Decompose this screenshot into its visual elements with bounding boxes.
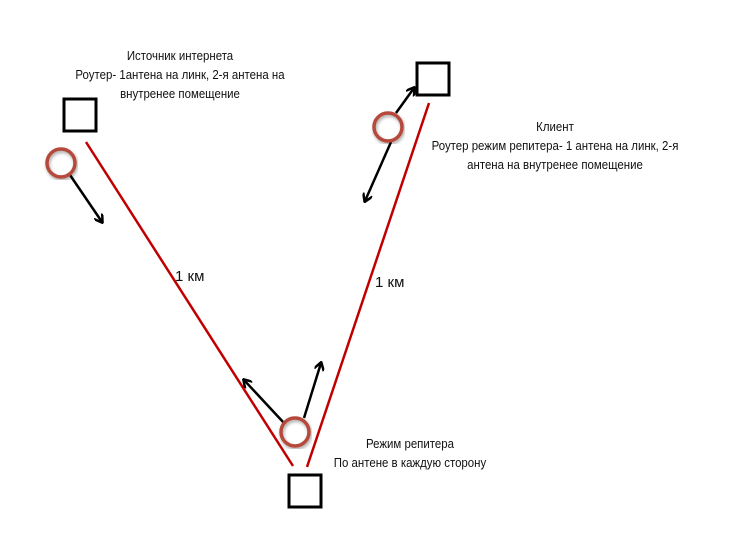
link-distance-right: 1 км xyxy=(375,274,405,291)
source-antenna-arrow xyxy=(68,174,102,222)
client-desc-2: антена на внутренее помещение xyxy=(467,157,643,172)
link-line-right xyxy=(305,102,431,468)
client-title: Клиент xyxy=(536,119,574,134)
source-router-box xyxy=(62,97,98,133)
source-label: Источник интернета Роутер- 1антена на ли… xyxy=(48,46,312,103)
repeater-title: Режим репитера xyxy=(366,436,454,451)
client-antenna-arrow xyxy=(365,141,393,201)
client-antenna-arrow-up xyxy=(394,88,414,114)
source-title: Источник интернета xyxy=(126,48,234,63)
client-label: Клиент Роутер режим репитера- 1 антена н… xyxy=(414,117,696,174)
client-desc-1: Роутер режим репитера- 1 антена на линк,… xyxy=(431,138,679,153)
repeater-router-box xyxy=(287,473,323,509)
client-antenna-icon xyxy=(372,111,404,143)
repeater-label: Режим репитера По антене в каждую сторон… xyxy=(322,434,498,472)
repeater-antenna-arrow-left xyxy=(244,380,285,424)
link-line-left xyxy=(84,141,295,467)
repeater-antenna-arrow-right xyxy=(302,363,321,419)
source-desc-2: внутренее помещение xyxy=(120,86,240,101)
source-antenna-icon xyxy=(45,147,77,179)
client-router-box xyxy=(415,61,451,97)
repeater-antenna-icon xyxy=(279,416,311,448)
link-distance-left: 1 км xyxy=(175,268,205,285)
repeater-desc: По антене в каждую сторону xyxy=(333,455,487,470)
source-desc-1: Роутер- 1антена на линк, 2-я антена на xyxy=(75,67,285,82)
